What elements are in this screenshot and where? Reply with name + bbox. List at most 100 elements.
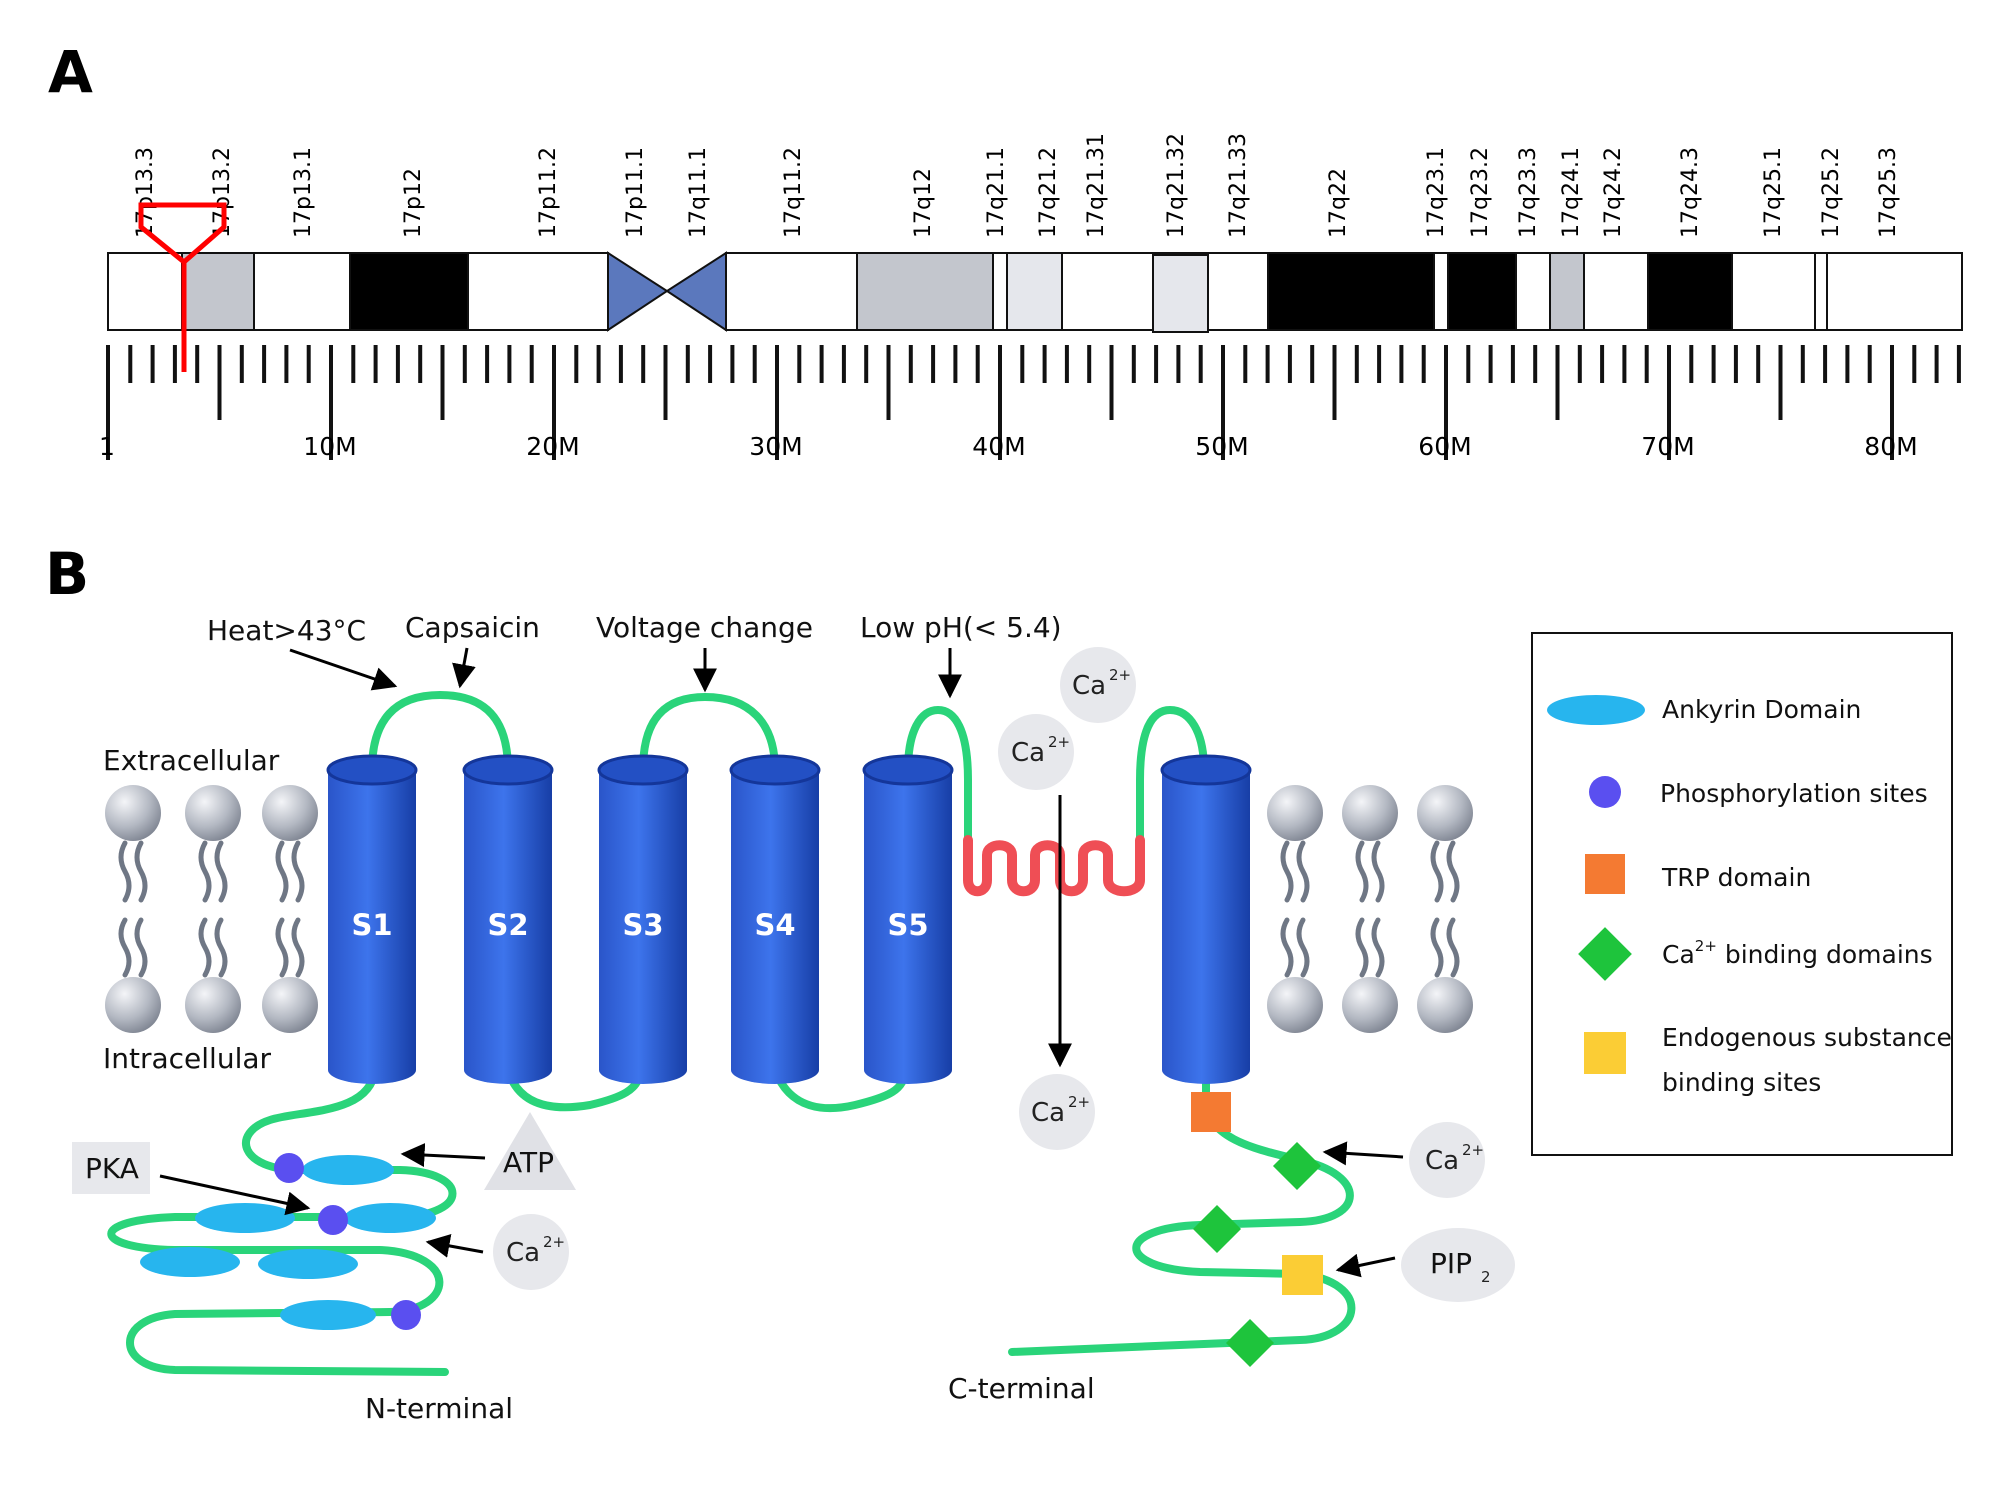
ankyrin-domain bbox=[344, 1203, 436, 1233]
trp-domain bbox=[1191, 1092, 1231, 1132]
helix-s3: S3 bbox=[597, 754, 689, 1084]
band-label-17q25.1: 17q25.1 bbox=[1761, 147, 1786, 238]
legend-endogenous-line1: Endogenous substance bbox=[1662, 1023, 1952, 1052]
helix-label: S1 bbox=[351, 908, 392, 942]
band-label-17q22: 17q22 bbox=[1326, 168, 1351, 238]
capsaicin-arrow bbox=[452, 647, 476, 689]
band-label-17p13.1: 17p13.1 bbox=[291, 147, 316, 238]
band-label-17q21.33: 17q21.33 bbox=[1226, 133, 1251, 238]
band-label-17p11.2: 17p11.2 bbox=[536, 147, 561, 238]
ankyrin-domain bbox=[195, 1203, 295, 1233]
band-label-17q21.32: 17q21.32 bbox=[1164, 133, 1189, 238]
legend-phos-swatch bbox=[1589, 776, 1621, 808]
band-label-17q21.1: 17q21.1 bbox=[984, 147, 1009, 238]
calcium-ion-inside: Ca 2+ bbox=[1019, 1074, 1095, 1150]
ca-binding-domains bbox=[1192, 1141, 1322, 1368]
panel-label-b: B bbox=[45, 540, 89, 608]
band-q24.1 bbox=[1549, 252, 1585, 331]
band-label-17q23.1: 17q23.1 bbox=[1424, 147, 1449, 238]
ca-binding-domain bbox=[1225, 1318, 1275, 1368]
helix-s1: S1 bbox=[326, 754, 418, 1084]
legend-endogenous-line2: binding sites bbox=[1662, 1068, 1821, 1097]
pip2-subscript: 2 bbox=[1481, 1268, 1491, 1286]
helix-label: S4 bbox=[754, 908, 795, 942]
ankyrin-domain bbox=[140, 1247, 240, 1277]
ca-c-terminal-arrow bbox=[1322, 1141, 1404, 1166]
ca-charge: 2+ bbox=[543, 1233, 565, 1251]
atp-triangle bbox=[484, 1112, 576, 1190]
band-label-17q21.31: 17q21.31 bbox=[1084, 133, 1109, 238]
position-labels: 1 10M 20M 30M 40M 50M 60M 70M 80M bbox=[99, 432, 1918, 461]
legend-ca-charge: 2+ bbox=[1695, 937, 1717, 955]
ca-charge: 2+ bbox=[1048, 733, 1070, 751]
lipid-molecule bbox=[1342, 785, 1398, 1033]
centromere-q bbox=[665, 251, 727, 332]
band-label-17q21.2: 17q21.2 bbox=[1036, 147, 1061, 238]
legend-trp-swatch bbox=[1585, 854, 1625, 894]
legend: Ankyrin Domain Phosphorylation sites TRP… bbox=[1531, 632, 1953, 1156]
band-q23.2 bbox=[1447, 252, 1517, 331]
legend-ankyrin-label: Ankyrin Domain bbox=[1662, 695, 1861, 724]
calcium-ion-n-terminal: Ca 2+ bbox=[493, 1214, 569, 1290]
band-q25.2 bbox=[1814, 252, 1828, 331]
c-terminal-chain bbox=[1008, 1066, 1356, 1356]
ca-charge: 2+ bbox=[1462, 1141, 1484, 1159]
position-axis bbox=[106, 345, 1961, 460]
n-terminal-chain bbox=[107, 1066, 457, 1376]
pip2-bubble bbox=[1401, 1228, 1515, 1302]
band-label-17q12: 17q12 bbox=[911, 168, 936, 238]
pip2-label: PIP bbox=[1430, 1247, 1472, 1280]
ankyrin-domain bbox=[280, 1300, 376, 1330]
heat-arrow bbox=[289, 648, 398, 691]
ca-charge: 2+ bbox=[1068, 1093, 1090, 1111]
heat-label: Heat>43°C bbox=[207, 614, 366, 647]
phosphorylation-site bbox=[391, 1300, 421, 1330]
helix-s6 bbox=[1160, 754, 1252, 1084]
ca-label: Ca bbox=[1011, 738, 1045, 768]
band-label-17p12: 17p12 bbox=[401, 168, 426, 238]
n-terminal-label: N-terminal bbox=[365, 1392, 513, 1425]
pka-label: PKA bbox=[85, 1152, 139, 1185]
atp-arrow bbox=[400, 1143, 486, 1168]
band-p12 bbox=[349, 252, 469, 331]
voltage-label: Voltage change bbox=[596, 611, 813, 644]
legend-ca-element: Ca bbox=[1662, 940, 1695, 969]
extracellular-loops bbox=[368, 690, 1208, 844]
ca-n-terminal-arrow bbox=[425, 1234, 484, 1258]
ca-label: Ca bbox=[1072, 671, 1106, 701]
legend-ca-text: binding domains bbox=[1717, 940, 1933, 969]
ca-label: Ca bbox=[506, 1238, 540, 1268]
position-label-10m: 10M bbox=[303, 432, 356, 461]
position-label-60m: 60M bbox=[1418, 432, 1471, 461]
band-label-17q23.2: 17q23.2 bbox=[1468, 147, 1493, 238]
c-terminal-label: C-terminal bbox=[948, 1372, 1095, 1405]
extracellular-label: Extracellular bbox=[103, 744, 280, 777]
band-q21.2 bbox=[1006, 252, 1063, 331]
position-label-20m: 20M bbox=[526, 432, 579, 461]
band-label-17q11.1: 17q11.1 bbox=[686, 147, 711, 238]
endogenous-binding-site bbox=[1282, 1255, 1323, 1295]
pka-box bbox=[72, 1142, 150, 1194]
band-p13.2 bbox=[181, 252, 255, 331]
gene-locus-marker bbox=[138, 202, 227, 372]
position-label-30m: 30M bbox=[749, 432, 802, 461]
band-q24.3 bbox=[1647, 252, 1733, 331]
phosphorylation-site bbox=[274, 1153, 304, 1183]
band-q12 bbox=[856, 252, 994, 331]
panel-label-a: A bbox=[48, 38, 93, 106]
ankyrin-domain bbox=[258, 1249, 358, 1279]
ca-binding-domain bbox=[1192, 1204, 1242, 1254]
band-q22 bbox=[1267, 252, 1435, 331]
band-label-17q24.1: 17q24.1 bbox=[1559, 147, 1584, 238]
legend-endogenous-swatch bbox=[1584, 1032, 1626, 1074]
ca-binding-domain bbox=[1272, 1141, 1322, 1191]
band-label-17p11.1: 17p11.1 bbox=[623, 147, 648, 238]
band-q21.1 bbox=[992, 252, 1008, 331]
band-label-17q24.3: 17q24.3 bbox=[1678, 147, 1703, 238]
position-label-50m: 50M bbox=[1195, 432, 1248, 461]
lipid-molecule bbox=[1417, 785, 1473, 1033]
chromosome-ideogram bbox=[107, 251, 1963, 333]
atp-label: ATP bbox=[503, 1146, 554, 1179]
lipid-bilayer-right bbox=[1267, 785, 1473, 1033]
